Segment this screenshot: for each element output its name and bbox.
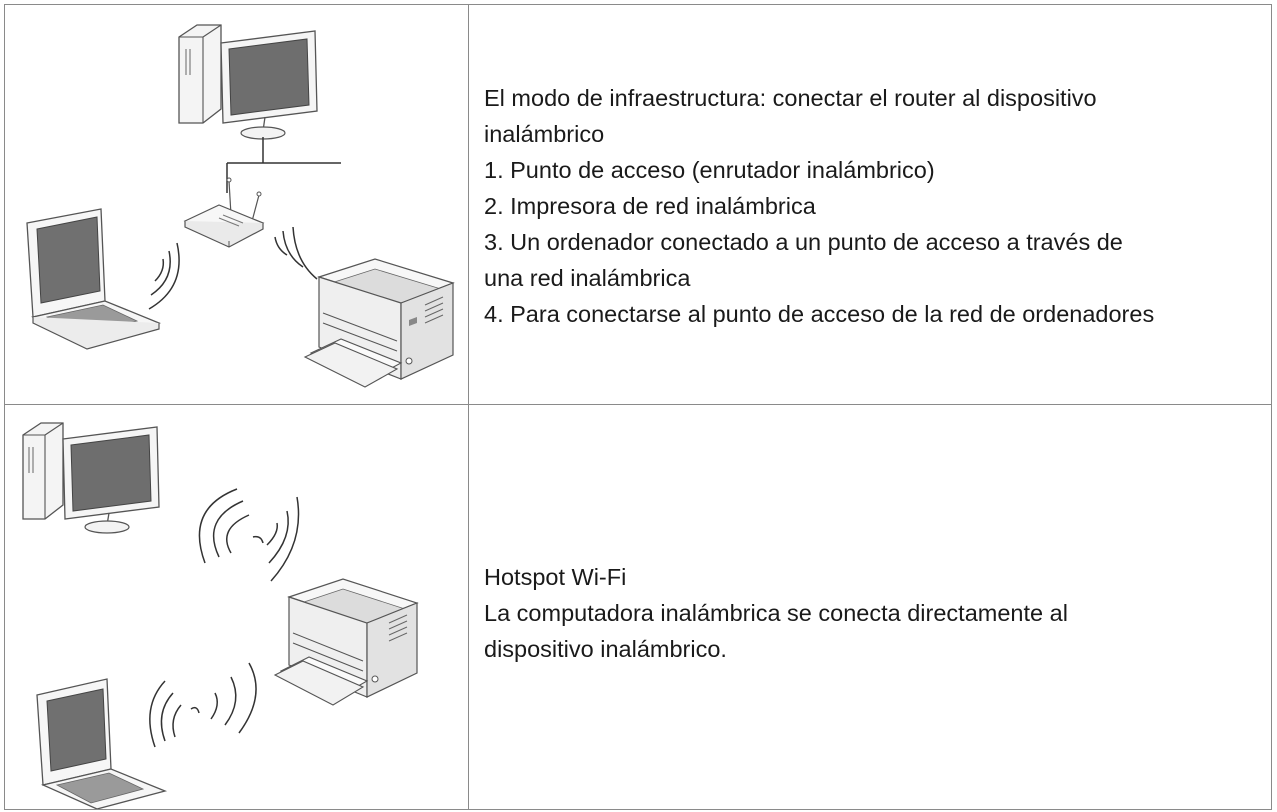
- desktop-computer-icon: [22, 422, 160, 534]
- infrastructure-title-line-2: inalámbrico: [484, 120, 605, 147]
- wireless-signal-icon: [148, 226, 318, 310]
- table-row-hotspot: Hotspot Wi-Fi La computadora inalámbrica…: [5, 405, 1271, 809]
- wifi-direct-diagram-icon: [22, 422, 419, 809]
- infrastructure-description: El modo de infraestructura: conectar el …: [469, 5, 1271, 404]
- hotspot-description: Hotspot Wi-Fi La computadora inalámbrica…: [469, 405, 1271, 809]
- hotspot-illustration: [5, 405, 469, 809]
- infrastructure-item-2: 2. Impresora de red inalámbrica: [484, 192, 816, 219]
- infrastructure-item-4: 4. Para conectarse al punto de acceso de…: [484, 300, 1155, 327]
- laptop-icon: [26, 208, 162, 350]
- hotspot-text-line-2: dispositivo inalámbrico.: [484, 636, 727, 662]
- infrastructure-illustration: [5, 5, 469, 404]
- infrastructure-mode-diagram-icon: [26, 24, 455, 388]
- infrastructure-item-1: 1. Punto de acceso (enrutador inalámbric…: [484, 156, 935, 183]
- printer-icon: [273, 578, 419, 706]
- infrastructure-item-3-line-2: una red inalámbrica: [484, 264, 691, 291]
- network-modes-table: El modo de infraestructura: conectar el …: [4, 4, 1272, 810]
- printer-icon: [303, 258, 455, 388]
- hotspot-title: Hotspot Wi-Fi: [484, 564, 627, 590]
- infrastructure-title-line-1: El modo de infraestructura: conectar el …: [484, 84, 1097, 111]
- desktop-computer-icon: [178, 24, 318, 140]
- wireless-signal-icon: [198, 488, 300, 582]
- table-row-infrastructure: El modo de infraestructura: conectar el …: [5, 5, 1271, 405]
- laptop-icon: [36, 678, 168, 809]
- wireless-router-icon: [183, 177, 265, 248]
- wireless-signal-icon: [149, 662, 257, 748]
- infrastructure-item-3-line-1: 3. Un ordenador conectado a un punto de …: [484, 228, 1123, 255]
- hotspot-text-line-1: La computadora inalámbrica se conecta di…: [484, 600, 1068, 626]
